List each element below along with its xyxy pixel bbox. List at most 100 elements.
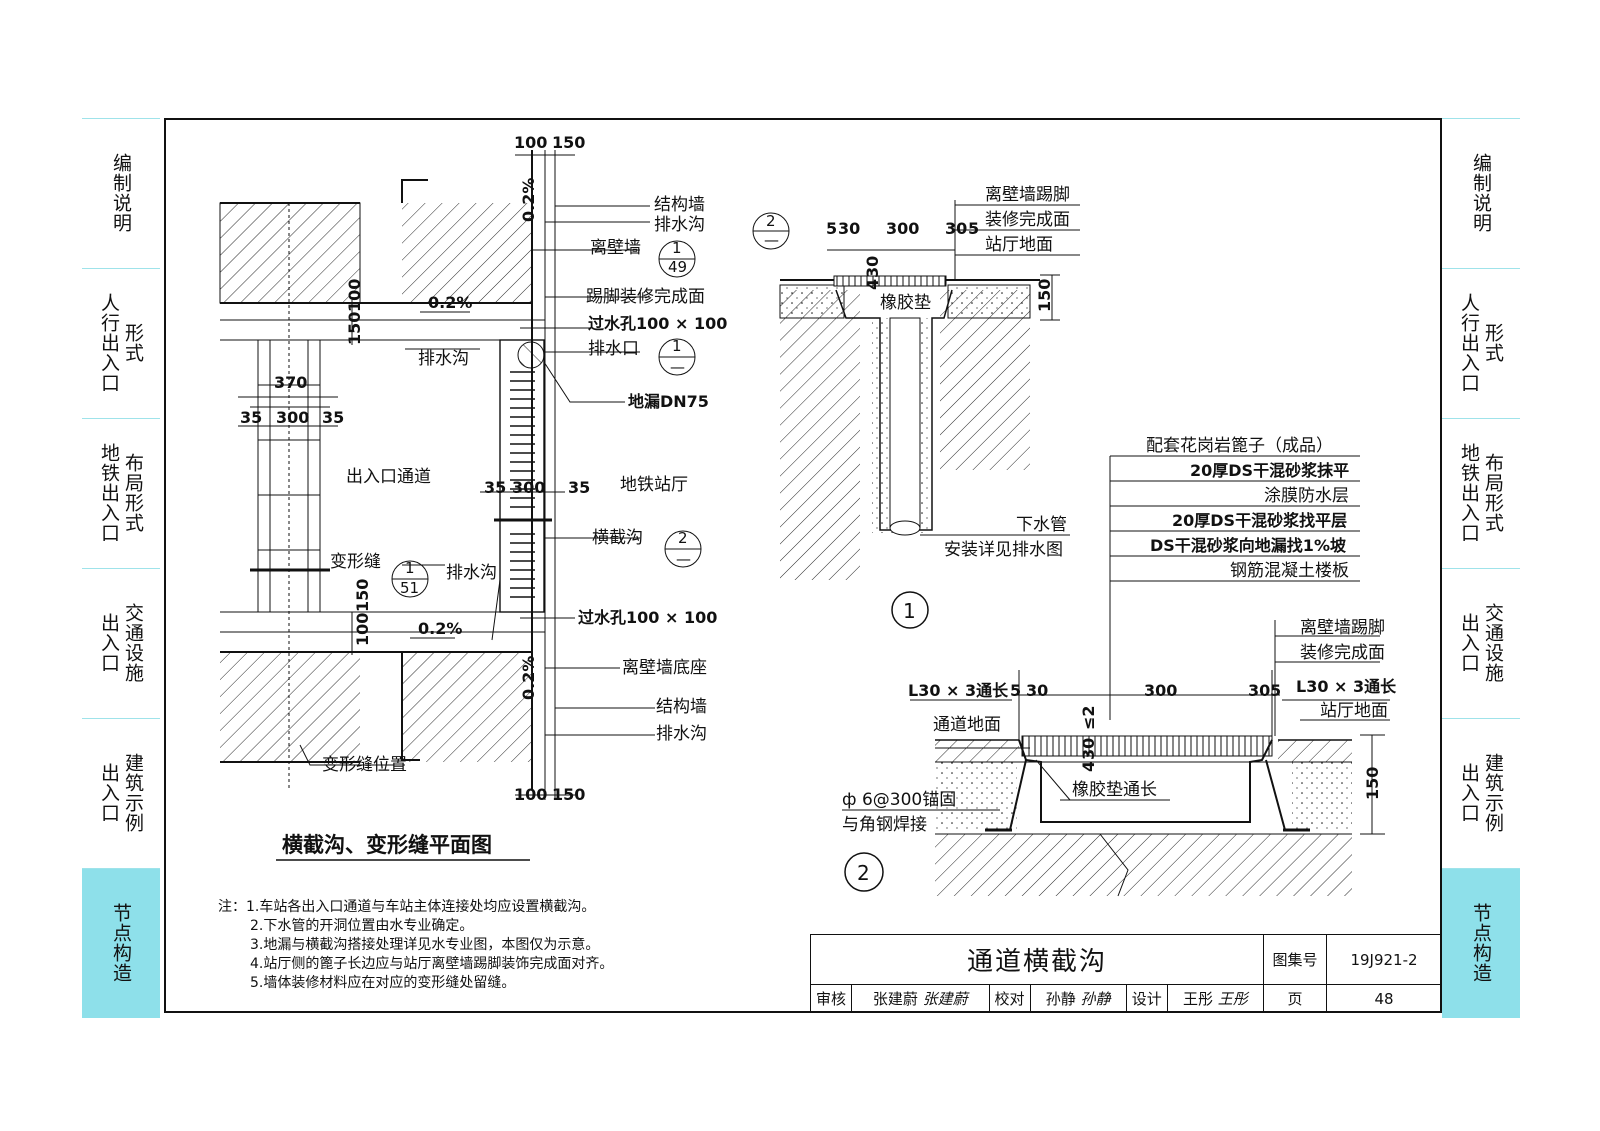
side-tab-text: 出入口: [1458, 763, 1480, 823]
d2-dim-h: 150: [1363, 767, 1382, 800]
d2-dim-e: 5: [1270, 681, 1281, 700]
dim-300: 300: [276, 408, 309, 427]
ref3-bottom: —: [676, 550, 691, 568]
side-tab-left-1[interactable]: 编制说明: [82, 118, 160, 268]
layer-1: 配套花岗岩篦子（成品）: [1146, 436, 1333, 456]
dim-bottom-150: 150: [552, 785, 585, 804]
tab-divider: [1442, 868, 1520, 869]
designer-name: 王彤 王彤: [1166, 984, 1265, 1013]
checker-signature: 孙静: [1080, 990, 1111, 1008]
dim-c300: 300: [512, 478, 545, 497]
d2-angle-right: L30 × 3通长: [1296, 677, 1397, 696]
atlas-label: 图集号: [1263, 934, 1327, 985]
d2-dim-v30: 30: [1079, 738, 1098, 760]
designer-signature: 王彤: [1217, 990, 1248, 1008]
tab-divider: [82, 418, 160, 419]
page-label: 页: [1263, 984, 1327, 1013]
note-line-3: 3.地漏与横截沟搭接处理详见水专业图，本图仅为示意。: [250, 937, 600, 953]
side-tab-right-2[interactable]: 人行出入口形式: [1442, 268, 1520, 418]
d2-label-hanjie: 与角钢焊接: [842, 815, 927, 835]
d2-dim-le2: ≤2: [1079, 705, 1098, 730]
left-grate-rows: [258, 384, 320, 551]
designer-name-text: 王彤: [1182, 990, 1213, 1008]
ref1-bottom: 49: [668, 258, 687, 276]
side-tab-left-3[interactable]: 地铁出入口布局形式: [82, 418, 160, 568]
layer-6: 钢筋混凝土楼板: [1230, 561, 1349, 581]
d1-label-tijiao: 离壁墙踢脚: [985, 185, 1070, 205]
reviewer-name: 张建蔚 张建蔚: [851, 984, 990, 1013]
side-tab-text: 建筑示例: [122, 753, 144, 833]
detail1-number: 1: [903, 599, 916, 623]
side-tab-text: 节点构造: [110, 903, 132, 983]
slope-c: 0.2%: [519, 178, 538, 222]
checker-name: 孙静 孙静: [1029, 984, 1127, 1013]
side-tab-left-2[interactable]: 人行出入口形式: [82, 268, 160, 418]
side-tab-text: 编制说明: [1470, 153, 1492, 233]
tab-divider: [82, 268, 160, 269]
dim-v150b: 150: [353, 579, 372, 612]
side-tab-text: 交通设施: [122, 603, 144, 683]
d2-label-tijiao: 离壁墙踢脚: [1300, 618, 1385, 638]
d2-dim-v4: 4: [1079, 761, 1098, 772]
side-tab-right-4[interactable]: 出入口交通设施: [1442, 568, 1520, 718]
dim-v150: 150: [345, 312, 364, 345]
tab-divider: [1442, 568, 1520, 569]
label-paishuikou: 排水口: [588, 339, 639, 359]
side-tab-text: 出入口: [1458, 613, 1480, 673]
detail2-number: 2: [857, 861, 870, 885]
label-paishuigou-mid: 排水沟: [446, 563, 497, 583]
d1-label-anzhuang: 安装详见排水图: [944, 540, 1063, 560]
side-tab-right-1[interactable]: 编制说明: [1442, 118, 1520, 268]
tab-divider: [1442, 418, 1520, 419]
side-tab-left-4[interactable]: 出入口交通设施: [82, 568, 160, 718]
notes: 注：1.车站各出入口通道与车站主体连接处均应设置横截沟。 2.下水管的开洞位置由…: [218, 898, 613, 993]
layer-2: 20厚DS干混砂浆抹平: [1190, 461, 1349, 480]
plan-view: 100 150 100 150 370 35 300 35 35 300 35 …: [219, 133, 727, 861]
label-hengjiegou: 横截沟: [592, 528, 643, 548]
ref-circle-1-49: [658, 240, 696, 278]
side-tab-left-6[interactable]: 节点构造: [82, 868, 160, 1018]
side-tab-right-3[interactable]: 地铁出入口布局形式: [1442, 418, 1520, 568]
ref1-top: 1: [672, 239, 682, 257]
detail1-ref-top: 2: [766, 212, 776, 230]
ref-circle-1-dash: [658, 338, 696, 376]
d2-label-maogu: ф 6@300锚固: [842, 790, 956, 810]
ref4-top: 1: [405, 559, 415, 577]
ref4-bottom: 51: [400, 579, 419, 597]
side-tab-text: 形式: [1482, 323, 1504, 363]
side-tab-text: 出入口: [98, 763, 120, 823]
d2-dim-a: 5: [1010, 681, 1021, 700]
ref3-top: 2: [678, 529, 688, 547]
detail1-ref: [752, 212, 790, 250]
side-tab-text: 交通设施: [1482, 603, 1504, 683]
d1-dim-d: 30: [945, 219, 967, 238]
ref-circle-1-51: [391, 560, 429, 598]
layer-4: 20厚DS干混砂浆找平层: [1172, 511, 1347, 530]
label-tongdao: 出入口通道: [346, 467, 431, 487]
ref2-bottom: —: [670, 358, 685, 376]
d1-dim-v4: 4: [863, 279, 882, 290]
tab-divider: [1442, 268, 1520, 269]
note-line-5: 5.墙体装修材料应在对应的变形缝处留缝。: [250, 975, 516, 991]
right-grate-slots: [510, 371, 535, 598]
ref2-top: 1: [672, 337, 682, 355]
label-dilou: 地漏DN75: [628, 392, 709, 411]
side-tab-text: 节点构造: [1470, 903, 1492, 983]
layer-3: 涂膜防水层: [1264, 486, 1349, 506]
reviewer-signature: 张建蔚: [922, 990, 968, 1008]
layer-list: 配套花岗岩篦子（成品） 20厚DS干混砂浆抹平 涂膜防水层 20厚DS干混砂浆找…: [1109, 436, 1360, 720]
d2-label-zhuangxiu: 装修完成面: [1300, 643, 1385, 663]
side-tab-left-5[interactable]: 出入口建筑示例: [82, 718, 160, 868]
label-tijiao: 踢脚装修完成面: [586, 287, 705, 307]
dim-35a: 35: [240, 408, 262, 427]
tab-divider: [82, 118, 160, 119]
label-jiegouqiang: 结构墙: [654, 195, 705, 215]
d1-dim-c: 300: [886, 219, 919, 238]
d2-dim-c: 300: [1144, 681, 1177, 700]
side-tab-text: 人行出入口: [98, 293, 120, 393]
side-tab-right-5[interactable]: 出入口建筑示例: [1442, 718, 1520, 868]
dim-top-100: 100: [514, 133, 547, 152]
side-tab-right-6[interactable]: 节点构造: [1442, 868, 1520, 1018]
d2-label-xiangjiao: 橡胶垫通长: [1072, 780, 1157, 800]
dim-bottom-100: 100: [514, 785, 547, 804]
